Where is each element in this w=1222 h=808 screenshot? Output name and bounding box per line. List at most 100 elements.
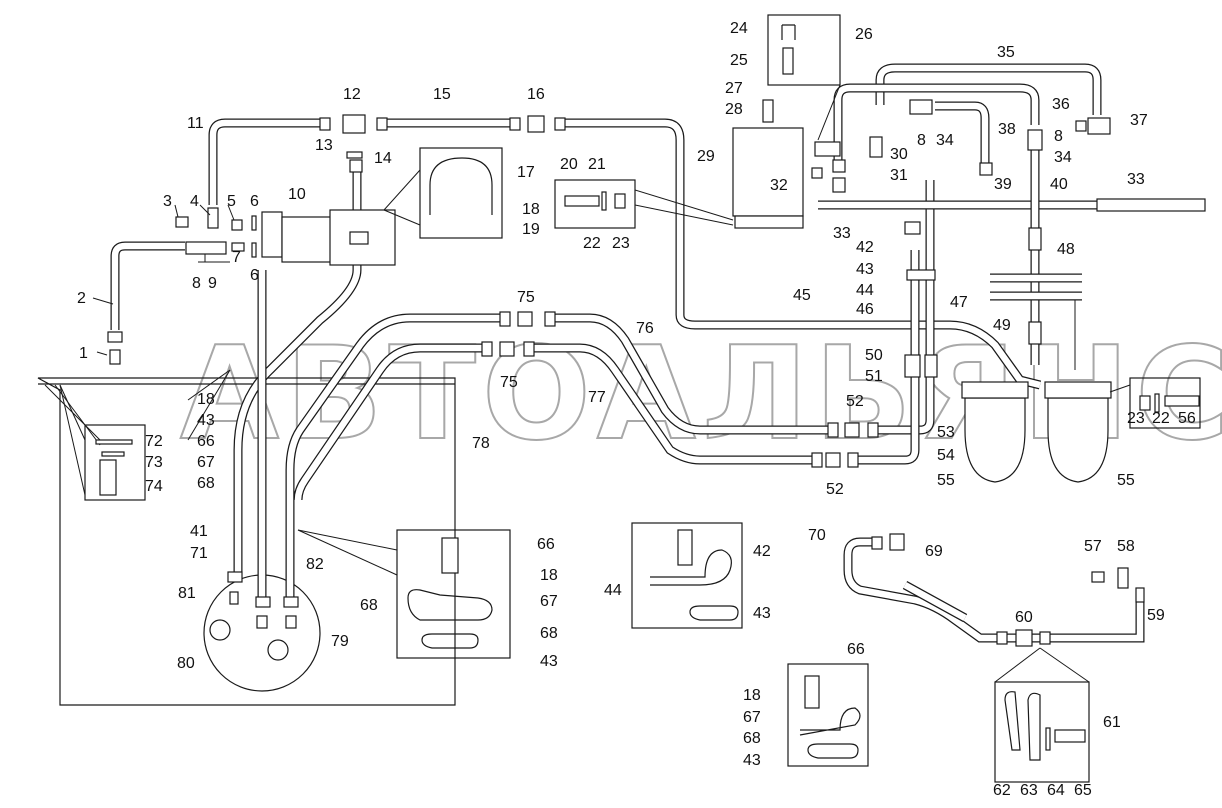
callout-62: 62	[993, 782, 1011, 799]
callout-9a: 9	[208, 275, 217, 292]
callout-21: 21	[588, 156, 606, 173]
callout-27: 27	[725, 80, 743, 97]
callout-20: 20	[560, 156, 578, 173]
callout-44b: 44	[604, 582, 622, 599]
callout-75b: 75	[500, 374, 518, 391]
callout-54: 54	[937, 447, 955, 464]
callout-24: 24	[730, 20, 748, 37]
callout-78: 78	[472, 435, 490, 452]
callout-53: 53	[937, 424, 955, 441]
detail-boxes	[396, 14, 1201, 783]
callout-19: 19	[522, 221, 540, 238]
callout-4: 4	[190, 193, 199, 210]
callout-59: 59	[1147, 607, 1165, 624]
callout-12: 12	[343, 86, 361, 103]
callout-67a: 67	[197, 454, 215, 471]
callout-8a: 8	[192, 275, 201, 292]
callout-66b: 66	[537, 536, 555, 553]
callout-42b: 42	[753, 543, 771, 560]
callout-23a: 23	[612, 235, 630, 252]
callout-35: 35	[997, 44, 1015, 61]
callout-17: 17	[517, 164, 535, 181]
callout-43b: 43	[197, 412, 215, 429]
callout-61: 61	[1103, 714, 1121, 731]
callout-5: 5	[227, 193, 236, 210]
callout-1: 1	[79, 345, 88, 362]
callout-55a: 55	[937, 472, 955, 489]
callout-10: 10	[288, 186, 306, 203]
callout-8b: 8	[917, 132, 926, 149]
callout-69: 69	[925, 543, 943, 560]
callout-70: 70	[808, 527, 826, 544]
callout-43d: 43	[753, 605, 771, 622]
callout-18d: 18	[743, 687, 761, 704]
callout-3: 3	[163, 193, 172, 210]
callout-33a: 33	[833, 225, 851, 242]
callout-44a: 44	[856, 282, 874, 299]
callout-67c: 67	[743, 709, 761, 726]
callout-43e: 43	[743, 752, 761, 769]
callout-39: 39	[994, 176, 1012, 193]
callout-22a: 22	[583, 235, 601, 252]
callout-57: 57	[1084, 538, 1102, 555]
callout-52b: 52	[826, 481, 844, 498]
callout-77: 77	[588, 389, 606, 406]
callout-60: 60	[1015, 609, 1033, 626]
callout-67b: 67	[540, 593, 558, 610]
callout-82: 82	[306, 556, 324, 573]
callout-55b: 55	[1117, 472, 1135, 489]
callout-68b: 68	[360, 597, 378, 614]
callout-58: 58	[1117, 538, 1135, 555]
callout-2: 2	[77, 290, 86, 307]
callout-66c: 66	[847, 641, 865, 658]
callout-76: 76	[636, 320, 654, 337]
callout-48: 48	[1057, 241, 1075, 258]
callout-34a: 34	[936, 132, 954, 149]
callout-41: 41	[190, 523, 208, 540]
tank-bolt-detail	[84, 424, 146, 501]
callout-labels: 1 2 3 4 5 6 7 6 8 9 10 11 12 13 14 15 16…	[77, 20, 1196, 799]
callout-50: 50	[865, 347, 883, 364]
callout-40: 40	[1050, 176, 1068, 193]
fittings	[107, 99, 1206, 647]
callout-75a: 75	[517, 289, 535, 306]
callout-31: 31	[890, 167, 908, 184]
callout-28: 28	[725, 101, 743, 118]
callout-18c: 18	[540, 567, 558, 584]
callout-46: 46	[856, 301, 874, 318]
callout-18b: 18	[197, 391, 215, 408]
callout-56: 56	[1178, 410, 1196, 427]
callout-52a: 52	[846, 393, 864, 410]
callout-73: 73	[145, 454, 163, 471]
callout-29: 29	[697, 148, 715, 165]
callout-43c: 43	[540, 653, 558, 670]
callout-68c: 68	[540, 625, 558, 642]
callout-6b: 6	[250, 267, 259, 284]
callout-34b: 34	[1054, 149, 1072, 166]
callout-32: 32	[770, 177, 788, 194]
callout-6a: 6	[250, 193, 259, 210]
callout-8c: 8	[1054, 128, 1063, 145]
callout-16: 16	[527, 86, 545, 103]
callout-65: 65	[1074, 782, 1092, 799]
callout-49: 49	[993, 317, 1011, 334]
callout-23b: 23	[1127, 410, 1145, 427]
leader-lines	[59, 84, 1131, 683]
callout-68a: 68	[197, 475, 215, 492]
callout-79: 79	[331, 633, 349, 650]
callout-71: 71	[190, 545, 208, 562]
callout-74: 74	[145, 478, 163, 495]
callout-42a: 42	[856, 239, 874, 256]
callout-68d: 68	[743, 730, 761, 747]
callout-33b: 33	[1127, 171, 1145, 188]
callout-7: 7	[232, 249, 241, 266]
callout-63: 63	[1020, 782, 1038, 799]
callout-37: 37	[1130, 112, 1148, 129]
fuel-lines	[110, 63, 1145, 643]
callout-14: 14	[374, 150, 392, 167]
callout-38: 38	[998, 121, 1016, 138]
callout-30: 30	[890, 146, 908, 163]
callout-11: 11	[187, 115, 204, 132]
callout-25: 25	[730, 52, 748, 69]
